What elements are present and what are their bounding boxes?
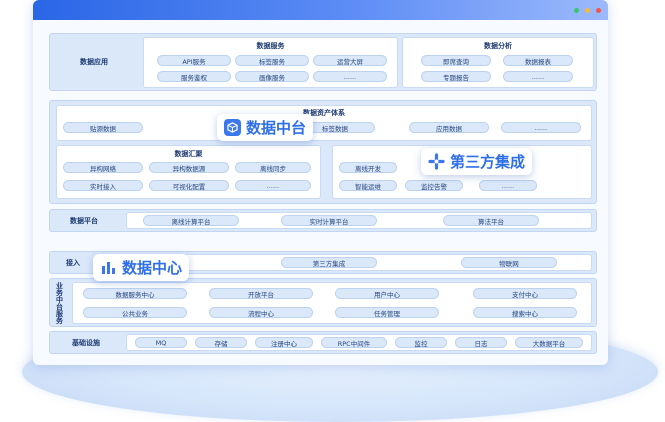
window-dot-yellow[interactable] bbox=[585, 8, 590, 13]
access-panel: 第三方集成 物联网 bbox=[100, 254, 592, 271]
business-section: 业务中台服务 数据服务中心 开放平台 用户中心 支付中心 公共业务 流程中心 任… bbox=[49, 278, 597, 327]
data-middle-badge-text: 数据中台 bbox=[246, 119, 307, 137]
data-analysis-title: 数据分析 bbox=[484, 42, 512, 50]
plus-icon bbox=[428, 153, 445, 170]
business-pill[interactable]: 流程中心 bbox=[209, 307, 313, 318]
data-platform-section: 数据平台 离线计算平台 实时计算平台 算法平台 bbox=[49, 209, 597, 232]
dev-pill[interactable]: 智能运维 bbox=[339, 180, 397, 191]
analysis-pill[interactable]: 即席查询 bbox=[421, 55, 491, 66]
service-pill[interactable]: 运营大屏 bbox=[313, 55, 387, 66]
platform-pill[interactable]: 离线计算平台 bbox=[143, 215, 239, 226]
service-pill[interactable]: 标签服务 bbox=[235, 55, 309, 66]
data-platform-label: 数据平台 bbox=[70, 216, 98, 225]
data-middle-badge[interactable]: 数据中台 bbox=[217, 114, 314, 141]
data-center-badge-text: 数据中心 bbox=[122, 259, 183, 277]
service-pill[interactable]: API服务 bbox=[157, 55, 231, 66]
platform-pill[interactable]: 算法平台 bbox=[443, 215, 539, 226]
collect-pill[interactable]: ...... bbox=[235, 180, 311, 191]
data-asset-panel: 数据资产体系 贴源数据 标签数据 应用数据 ...... bbox=[56, 105, 592, 141]
service-pill[interactable]: ...... bbox=[313, 71, 387, 82]
business-pill[interactable]: 搜索中心 bbox=[473, 307, 577, 318]
business-pill[interactable]: 数据服务中心 bbox=[83, 288, 187, 299]
business-panel: 数据服务中心 开放平台 用户中心 支付中心 公共业务 流程中心 任务管理 搜索中… bbox=[72, 282, 592, 324]
collect-pill[interactable]: 离线同步 bbox=[235, 162, 311, 173]
data-analysis-panel: 数据分析 即席查询 数据报表 专题报告 ...... bbox=[402, 37, 594, 88]
infra-pill[interactable]: 监控 bbox=[395, 337, 447, 348]
infra-panel: MQ 存储 注册中心 RPC中间件 监控 日志 大数据平台 bbox=[126, 334, 592, 351]
service-pill[interactable]: 画像服务 bbox=[235, 71, 309, 82]
analysis-pill[interactable]: 专题报告 bbox=[421, 71, 491, 82]
analysis-pill[interactable]: 数据报表 bbox=[503, 55, 573, 66]
infra-section: 基础设施 MQ 存储 注册中心 RPC中间件 监控 日志 大数据平台 bbox=[49, 331, 597, 354]
infra-pill[interactable]: 注册中心 bbox=[255, 337, 313, 348]
data-collect-title: 数据汇聚 bbox=[174, 150, 203, 158]
third-party-badge[interactable]: 第三方集成 bbox=[421, 148, 533, 175]
infra-pill[interactable]: RPC中间件 bbox=[321, 337, 387, 348]
collect-pill[interactable]: 异构网络 bbox=[63, 162, 143, 173]
access-pill[interactable]: 物联网 bbox=[461, 257, 557, 268]
access-label: 接入 bbox=[66, 258, 80, 267]
data-collect-panel: 数据汇聚 异构网络 异构数据源 离线同步 实时接入 可视化配置 ...... bbox=[56, 145, 321, 199]
business-pill[interactable]: 公共业务 bbox=[83, 307, 187, 318]
infra-label: 基础设施 bbox=[72, 338, 100, 347]
business-pill[interactable]: 任务管理 bbox=[335, 307, 439, 318]
access-pill[interactable]: 第三方集成 bbox=[281, 257, 377, 268]
window-dot-red[interactable] bbox=[596, 8, 601, 13]
bar-chart-icon bbox=[100, 259, 117, 276]
infra-pill[interactable]: 日志 bbox=[455, 337, 507, 348]
dev-pill[interactable]: ...... bbox=[479, 180, 537, 191]
data-platform-panel: 离线计算平台 实时计算平台 算法平台 bbox=[126, 212, 592, 229]
business-pill[interactable]: 开放平台 bbox=[209, 288, 313, 299]
infra-pill[interactable]: 存储 bbox=[195, 337, 247, 348]
business-pill[interactable]: 支付中心 bbox=[473, 288, 577, 299]
cube-icon bbox=[224, 119, 241, 136]
data-app-label: 数据应用 bbox=[80, 58, 108, 66]
collect-pill[interactable]: 可视化配置 bbox=[149, 180, 229, 191]
data-services-title: 数据服务 bbox=[256, 42, 285, 50]
third-party-badge-text: 第三方集成 bbox=[450, 153, 526, 171]
data-app-section: 数据应用 数据服务 API服务 标签服务 运营大屏 服务鉴权 画像服务 ....… bbox=[49, 33, 597, 91]
collect-pill[interactable]: 异构数据源 bbox=[149, 162, 229, 173]
data-center-badge[interactable]: 数据中心 bbox=[93, 254, 190, 281]
dev-pill[interactable]: 监控告警 bbox=[405, 180, 463, 191]
platform-pill[interactable]: 实时计算平台 bbox=[281, 215, 377, 226]
dev-pill[interactable]: 离线开发 bbox=[339, 162, 397, 173]
service-pill[interactable]: 服务鉴权 bbox=[157, 71, 231, 82]
data-services-panel: 数据服务 API服务 标签服务 运营大屏 服务鉴权 画像服务 ...... bbox=[143, 37, 398, 88]
asset-pill[interactable]: ...... bbox=[501, 122, 581, 133]
business-pill[interactable]: 用户中心 bbox=[335, 288, 439, 299]
analysis-pill[interactable]: ...... bbox=[503, 71, 573, 82]
collect-pill[interactable]: 实时接入 bbox=[63, 180, 143, 191]
app-window: 数据应用 数据服务 API服务 标签服务 运营大屏 服务鉴权 画像服务 ....… bbox=[33, 0, 608, 365]
title-bar bbox=[33, 0, 608, 20]
infra-pill[interactable]: 大数据平台 bbox=[515, 337, 583, 348]
asset-pill[interactable]: 贴源数据 bbox=[63, 122, 143, 133]
data-asset-title: 数据资产体系 bbox=[303, 109, 345, 117]
window-dot-green[interactable] bbox=[574, 8, 579, 13]
infra-pill[interactable]: MQ bbox=[135, 337, 187, 348]
asset-pill[interactable]: 应用数据 bbox=[409, 122, 489, 133]
business-label: 业务中台服务 bbox=[55, 281, 64, 324]
